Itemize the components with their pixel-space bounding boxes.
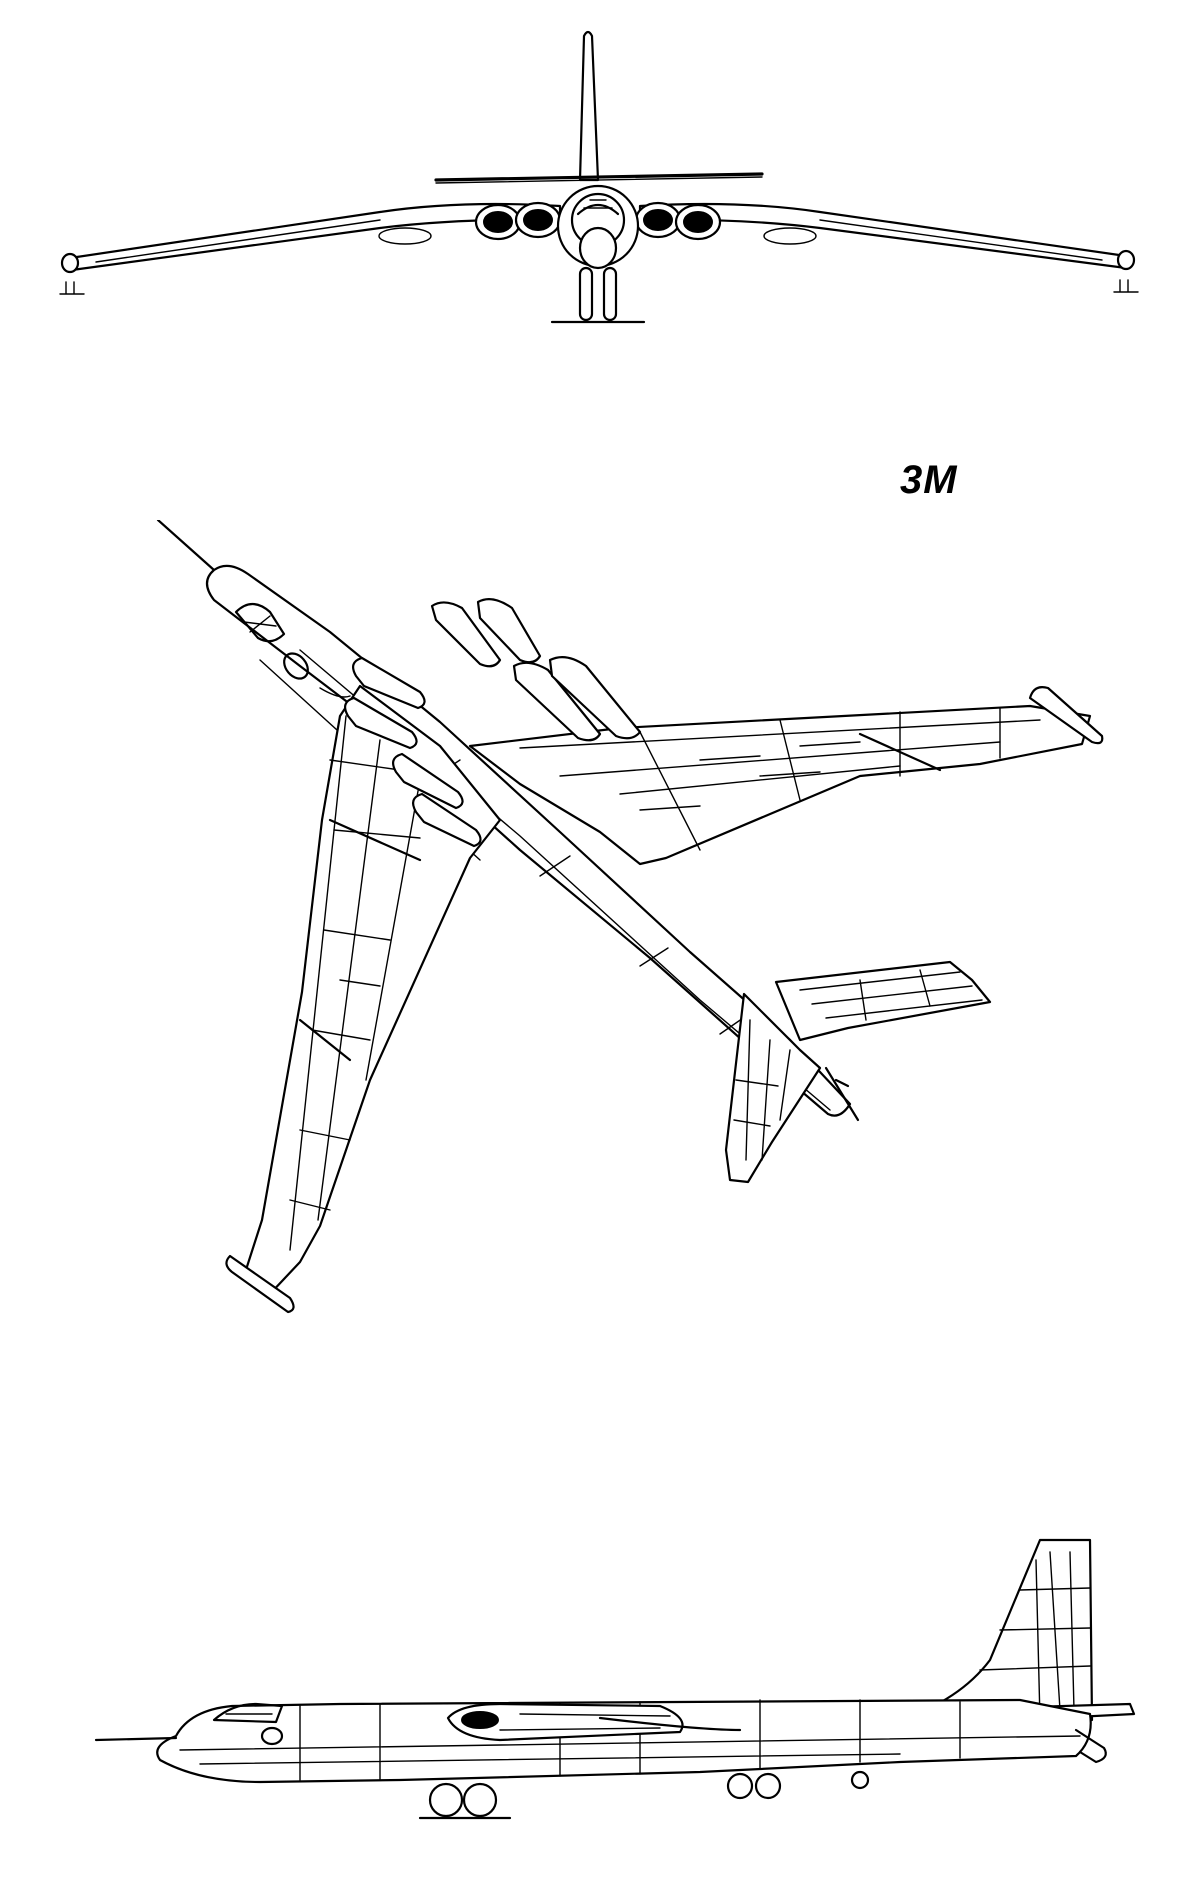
front-view <box>59 30 1139 324</box>
side-main-gear-1 <box>428 1782 464 1818</box>
side-main-gear-2 <box>462 1782 498 1818</box>
front-fin <box>578 30 600 182</box>
front-left-tip-pod <box>60 252 80 274</box>
side-cockpit <box>212 1702 284 1724</box>
top-engine-6 <box>343 696 418 750</box>
top-engine-7 <box>391 752 464 810</box>
front-right-tip-pod <box>1116 249 1136 271</box>
side-main-gear-4 <box>754 1772 782 1800</box>
side-tail-gear <box>850 1770 870 1790</box>
side-refuel-probe <box>94 1736 178 1742</box>
top-engine-3 <box>512 661 602 742</box>
top-right-stabilizer <box>774 960 992 1042</box>
front-stabilizer <box>434 172 764 182</box>
top-engine-8 <box>411 792 482 848</box>
top-left-wing <box>242 684 502 1298</box>
side-view <box>94 1538 1136 1820</box>
front-right-outrigger <box>1113 279 1139 293</box>
top-engine-4 <box>548 655 642 740</box>
front-main-gear-left <box>578 266 594 322</box>
top-right-tip-pod <box>1028 686 1104 745</box>
side-fin <box>898 1538 1094 1722</box>
top-engine-5 <box>351 656 426 710</box>
refuel-probe <box>156 520 216 572</box>
front-main-gear-right <box>602 266 618 322</box>
model-label: 3M <box>900 458 958 502</box>
top-left-tip-pod <box>225 1254 295 1314</box>
side-engine-pod <box>446 1702 684 1742</box>
top-right-wing <box>468 704 1092 866</box>
top-engine-1 <box>430 601 502 668</box>
top-view <box>156 520 1104 1314</box>
side-main-gear-3 <box>726 1772 754 1800</box>
front-nose <box>578 226 618 270</box>
front-left-outrigger <box>59 281 85 295</box>
top-engine-2 <box>476 597 542 664</box>
top-cockpit <box>234 602 286 643</box>
